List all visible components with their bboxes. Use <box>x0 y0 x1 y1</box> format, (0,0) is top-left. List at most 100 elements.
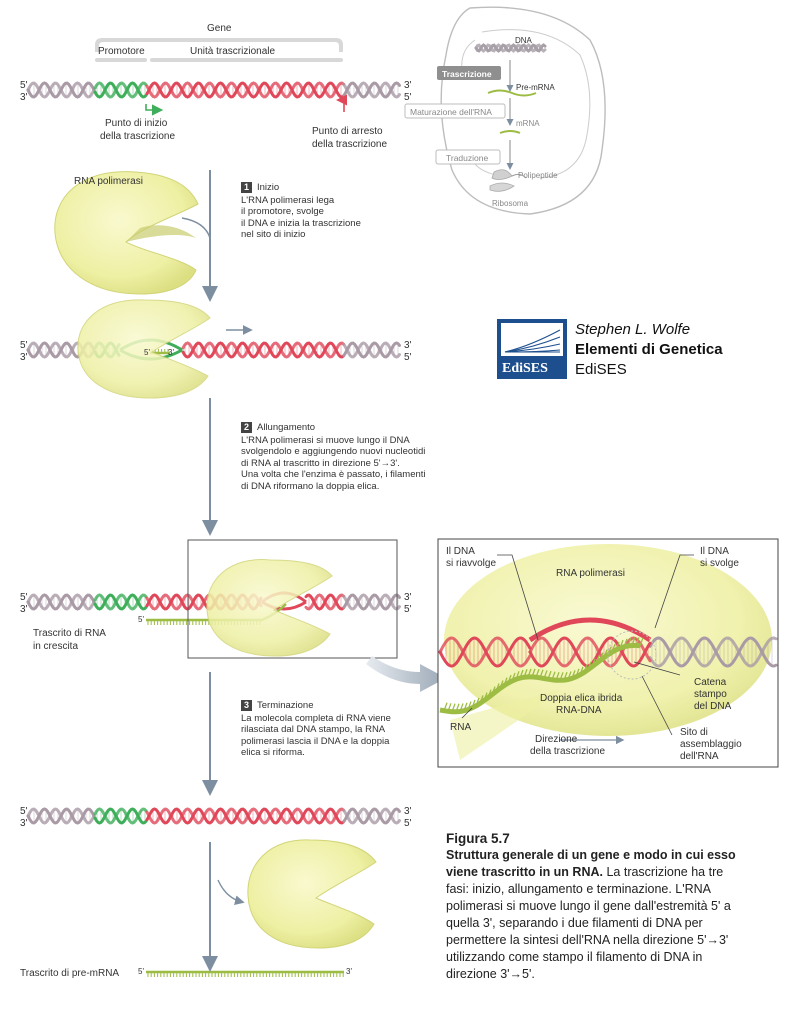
dna-strand <box>438 636 532 668</box>
step-line: svolgendolo e aggiungendo nuovi nucleoti… <box>241 446 426 457</box>
step-line: il promotore, svolge <box>241 206 324 217</box>
detail-template-2: stampo <box>694 689 727 700</box>
rna-pre-mrna <box>146 970 344 977</box>
rna-base <box>459 703 464 712</box>
rna-base <box>591 658 596 668</box>
dna-strand <box>93 807 148 825</box>
rna-base <box>571 670 576 679</box>
pre-mrna-3: 3' <box>346 967 352 976</box>
step-title: Allungamento <box>257 422 316 433</box>
inset-rna-processing: Maturazione dell'RNA <box>410 107 492 117</box>
step-line: L'RNA polimerasi si muove lungo il DNA <box>241 434 410 446</box>
dna-strand <box>26 81 96 99</box>
rna-base <box>471 699 476 709</box>
rna-base <box>635 637 640 646</box>
rna-base <box>623 638 628 648</box>
dna-strand <box>342 81 401 99</box>
detail-assembly-2: assemblaggio <box>680 739 742 750</box>
rna-base <box>475 697 480 707</box>
rna-base <box>631 637 636 646</box>
step-line: Una volta che l'enzima è passato, i fila… <box>241 469 426 480</box>
rna-base <box>619 639 624 649</box>
publisher-name: EdiSES <box>575 361 627 378</box>
dna-strand <box>474 43 547 53</box>
step-number: 1 <box>241 182 252 194</box>
dna-strand <box>181 341 345 359</box>
rna-base <box>523 668 528 678</box>
start-point-line2: della trascrizione <box>100 131 176 142</box>
rna-base <box>543 670 548 679</box>
inset-transcription: Trascrizione <box>442 69 492 79</box>
gene-label: Gene <box>207 23 232 34</box>
dna-strand <box>145 807 345 825</box>
rna-base <box>451 703 456 712</box>
polymerase-released <box>247 839 377 949</box>
polymerase-free <box>54 171 199 295</box>
detail-rna-polymerase: RNA polimerasi <box>556 568 625 579</box>
rna-base <box>507 674 512 684</box>
detail-unwinds-1: Il DNA <box>700 546 729 557</box>
polymerase-elongating <box>206 559 333 657</box>
step-line: elica si riforma. <box>241 747 305 758</box>
row2-3-bottom: 3' <box>20 352 28 363</box>
rna-base <box>603 649 608 658</box>
dna-strand <box>648 636 778 668</box>
detail-hybrid-2: RNA-DNA <box>556 705 602 716</box>
row2-3-top: 3' <box>404 340 412 351</box>
inset-translation: Traduzione <box>446 153 489 163</box>
inset-dna: DNA <box>515 36 532 45</box>
polymerase-binding <box>77 299 211 399</box>
dna-strand <box>342 341 401 359</box>
row4-3-bottom: 3' <box>20 818 28 829</box>
detail-panel <box>437 538 779 768</box>
rna-polymerase-label: RNA polimerasi <box>74 176 143 187</box>
rna-base <box>555 671 560 681</box>
zoom-frame <box>187 539 398 659</box>
rna-base <box>487 689 492 698</box>
figure-caption: Figura 5.7 Struttura generale di un gene… <box>446 830 736 983</box>
cell-inset <box>404 6 606 215</box>
detail-open-strand <box>528 617 652 643</box>
logo-text: EdiSES <box>502 361 548 376</box>
row4-5-top: 5' <box>20 806 28 817</box>
row3-5-top: 5' <box>20 592 28 603</box>
rna-base <box>447 703 452 712</box>
detail-hybrid-1: Doppia elica ibrida <box>540 693 623 704</box>
rna-base <box>467 701 472 710</box>
rna-base <box>579 666 584 676</box>
inset-polypeptide: Polipeptide <box>518 171 558 180</box>
detail-direction-2: della trascrizione <box>530 746 606 757</box>
dna-strand <box>26 593 96 611</box>
rna-base <box>583 664 588 673</box>
rna-base <box>483 692 488 701</box>
mini-dna-helix <box>474 43 547 53</box>
rna-base <box>443 702 448 711</box>
rna-base <box>559 672 564 681</box>
flow-arrows <box>181 170 253 972</box>
dna-helix-row1 <box>26 81 401 99</box>
rna-backbone <box>439 642 641 715</box>
row2-5-top: 5' <box>20 340 28 351</box>
row3-3-top: 3' <box>404 592 412 603</box>
step-number: 2 <box>241 422 252 434</box>
start-point-line1: Punto di inizio <box>105 118 168 129</box>
row4-3-top: 3' <box>404 806 412 817</box>
detail-template-1: Catena <box>694 677 727 688</box>
step-line: polimerasi lascia il DNA e la doppia <box>241 735 390 747</box>
detail-template-3: del DNA <box>694 701 732 712</box>
row1-5-bottom: 5' <box>404 92 412 103</box>
row4-5-bottom: 5' <box>404 818 412 829</box>
pre-mrna-5: 5' <box>138 967 144 976</box>
dna-strand <box>438 636 532 668</box>
caption-lead: Struttura generale di un gene e modo in … <box>446 848 736 879</box>
stop-point-line2: della trascrizione <box>312 139 388 150</box>
step-line: il DNA e inizia la trascrizione <box>241 217 361 229</box>
step-line: di DNA riformano la doppia elica. <box>241 480 380 492</box>
rna-base <box>531 668 536 678</box>
rna-base <box>499 680 504 689</box>
step-title: Inizio <box>257 182 280 193</box>
row1-5-top: 5' <box>20 80 28 91</box>
detail-assembly-3: dell'RNA <box>680 751 719 762</box>
